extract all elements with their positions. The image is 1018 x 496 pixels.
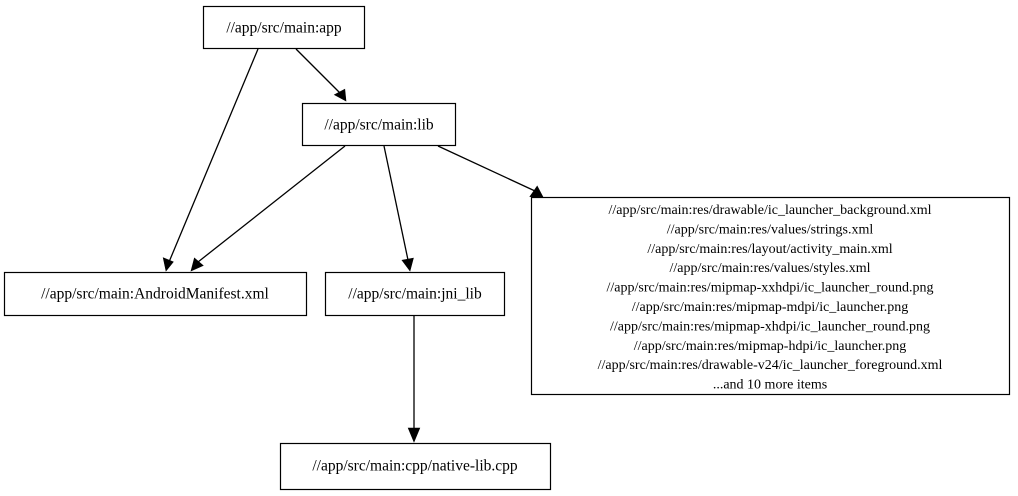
edge-lib-to-resources bbox=[437, 145, 544, 198]
node-resources-line: //app/src/main:res/mipmap-hdpi/ic_launch… bbox=[634, 339, 907, 354]
edge-app-to-manifest bbox=[162, 48, 259, 272]
edge-lib-to-manifest bbox=[190, 145, 346, 272]
node-android-manifest-label: //app/src/main:AndroidManifest.xml bbox=[41, 286, 269, 303]
node-android-manifest[interactable]: //app/src/main:AndroidManifest.xml bbox=[3, 271, 308, 317]
node-resources-line: //app/src/main:res/drawable/ic_launcher_… bbox=[608, 203, 931, 218]
node-resources-line: //app/src/main:res/mipmap-xxhdpi/ic_laun… bbox=[607, 281, 934, 296]
node-resources-line: ...and 10 more items bbox=[713, 378, 827, 393]
node-resources-label: //app/src/main:res/drawable/ic_launcher_… bbox=[598, 203, 943, 393]
node-resources-line: //app/src/main:res/mipmap-mdpi/ic_launch… bbox=[632, 300, 908, 315]
node-jni-lib-box[interactable] bbox=[324, 271, 506, 317]
node-android-manifest-box[interactable] bbox=[3, 271, 308, 317]
node-resources-line: //app/src/main:res/drawable-v24/ic_launc… bbox=[598, 358, 943, 373]
node-resources-line: //app/src/main:res/values/styles.xml bbox=[669, 261, 870, 276]
graph-nodes: //app/src/main:app //app/src/main:lib //… bbox=[3, 5, 1011, 491]
node-resources-line: //app/src/main:res/mipmap-xhdpi/ic_launc… bbox=[610, 319, 930, 334]
edge-jni-lib-to-native-lib bbox=[407, 316, 421, 443]
node-native-lib-box[interactable] bbox=[279, 442, 552, 491]
edge-lib-to-jni-lib bbox=[383, 145, 414, 272]
node-resources-line: //app/src/main:res/layout/activity_main.… bbox=[647, 242, 892, 257]
graph-edges bbox=[162, 48, 544, 443]
node-app-label: //app/src/main:app bbox=[226, 20, 342, 37]
node-resources-line: //app/src/main:res/values/strings.xml bbox=[667, 222, 874, 237]
node-app[interactable]: //app/src/main:app bbox=[202, 5, 366, 50]
node-lib-box[interactable] bbox=[301, 102, 457, 147]
node-lib[interactable]: //app/src/main:lib bbox=[301, 102, 457, 147]
node-native-lib-label: //app/src/main:cpp/native-lib.cpp bbox=[312, 458, 518, 475]
edge-app-to-lib bbox=[295, 48, 347, 102]
node-resources[interactable]: //app/src/main:res/drawable/ic_launcher_… bbox=[530, 196, 1011, 396]
node-app-box[interactable] bbox=[202, 5, 366, 50]
node-jni-lib-label: //app/src/main:jni_lib bbox=[348, 286, 482, 303]
node-native-lib[interactable]: //app/src/main:cpp/native-lib.cpp bbox=[279, 442, 552, 491]
node-lib-label: //app/src/main:lib bbox=[324, 117, 434, 134]
node-resources-box[interactable] bbox=[530, 196, 1011, 396]
node-jni-lib[interactable]: //app/src/main:jni_lib bbox=[324, 271, 506, 317]
